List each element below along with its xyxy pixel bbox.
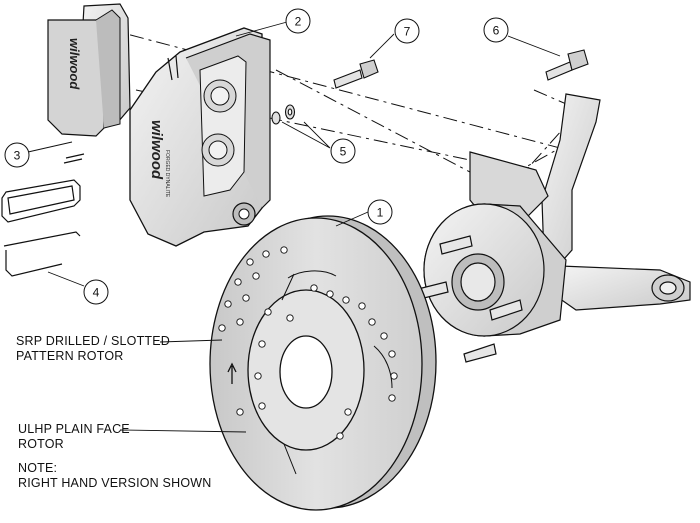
caliper-window: [199, 55, 247, 197]
pad-retainer-clips: [1, 153, 85, 277]
label-leader-lines: [119, 339, 247, 433]
callout-2-number: 2: [295, 15, 302, 29]
caliper-logo: wilwood: [148, 120, 165, 180]
rotor-drilled-holes: [218, 246, 398, 440]
shim-washers: [271, 104, 296, 125]
brake-pad-assembly: wilwood: [47, 3, 131, 137]
caliper-mounting-bolt: [333, 59, 379, 89]
caliper: wilwood FORGED DYNALITE: [129, 27, 271, 247]
note-text: RIGHT HAND VERSION SHOWN: [18, 476, 212, 490]
callout-6-number: 6: [493, 24, 500, 38]
callout-1-number: 1: [377, 206, 384, 220]
rotation-arrow: [227, 362, 237, 384]
rotor-center-bore: [279, 335, 333, 409]
callout-3: 3: [4, 142, 30, 168]
srp-rotor-label-line1: SRP DRILLED / SLOTTED: [16, 334, 171, 348]
note-heading: NOTE:: [18, 461, 58, 475]
bleeder-screw: [167, 55, 179, 81]
callout-7-number: 7: [404, 25, 411, 39]
anti-rattle-clip-upper: [1, 179, 81, 223]
callout-4-number: 4: [93, 286, 100, 300]
callout-7: 7: [394, 18, 420, 44]
ulhp-rotor-label-line2: ROTOR: [18, 437, 64, 451]
callout-4: 4: [83, 279, 109, 305]
anti-rattle-clip-lower: [3, 231, 81, 277]
callout-1: 1: [367, 199, 393, 225]
pad-logo: wilwood: [67, 38, 82, 90]
wheel-hub: [413, 203, 567, 363]
callout-2: 2: [285, 8, 311, 34]
ulhp-rotor-label-line1: ULHP PLAIN FACE: [18, 422, 130, 436]
srp-rotor-label-line2: PATTERN ROTOR: [16, 349, 124, 363]
rotor: [209, 215, 437, 511]
caliper-sub-logo: FORGED DYNALITE: [164, 150, 170, 198]
callout-5: 5: [330, 138, 356, 164]
rotor-slots: [287, 270, 393, 389]
callout-3-number: 3: [14, 149, 21, 163]
washer-1: [271, 111, 281, 125]
pad-retainer-pin: [63, 153, 85, 164]
callout-leader-lines: [27, 21, 561, 287]
bracket-bolt: [545, 49, 589, 81]
callout-5-number: 5: [340, 145, 347, 159]
callout-6: 6: [483, 17, 509, 43]
